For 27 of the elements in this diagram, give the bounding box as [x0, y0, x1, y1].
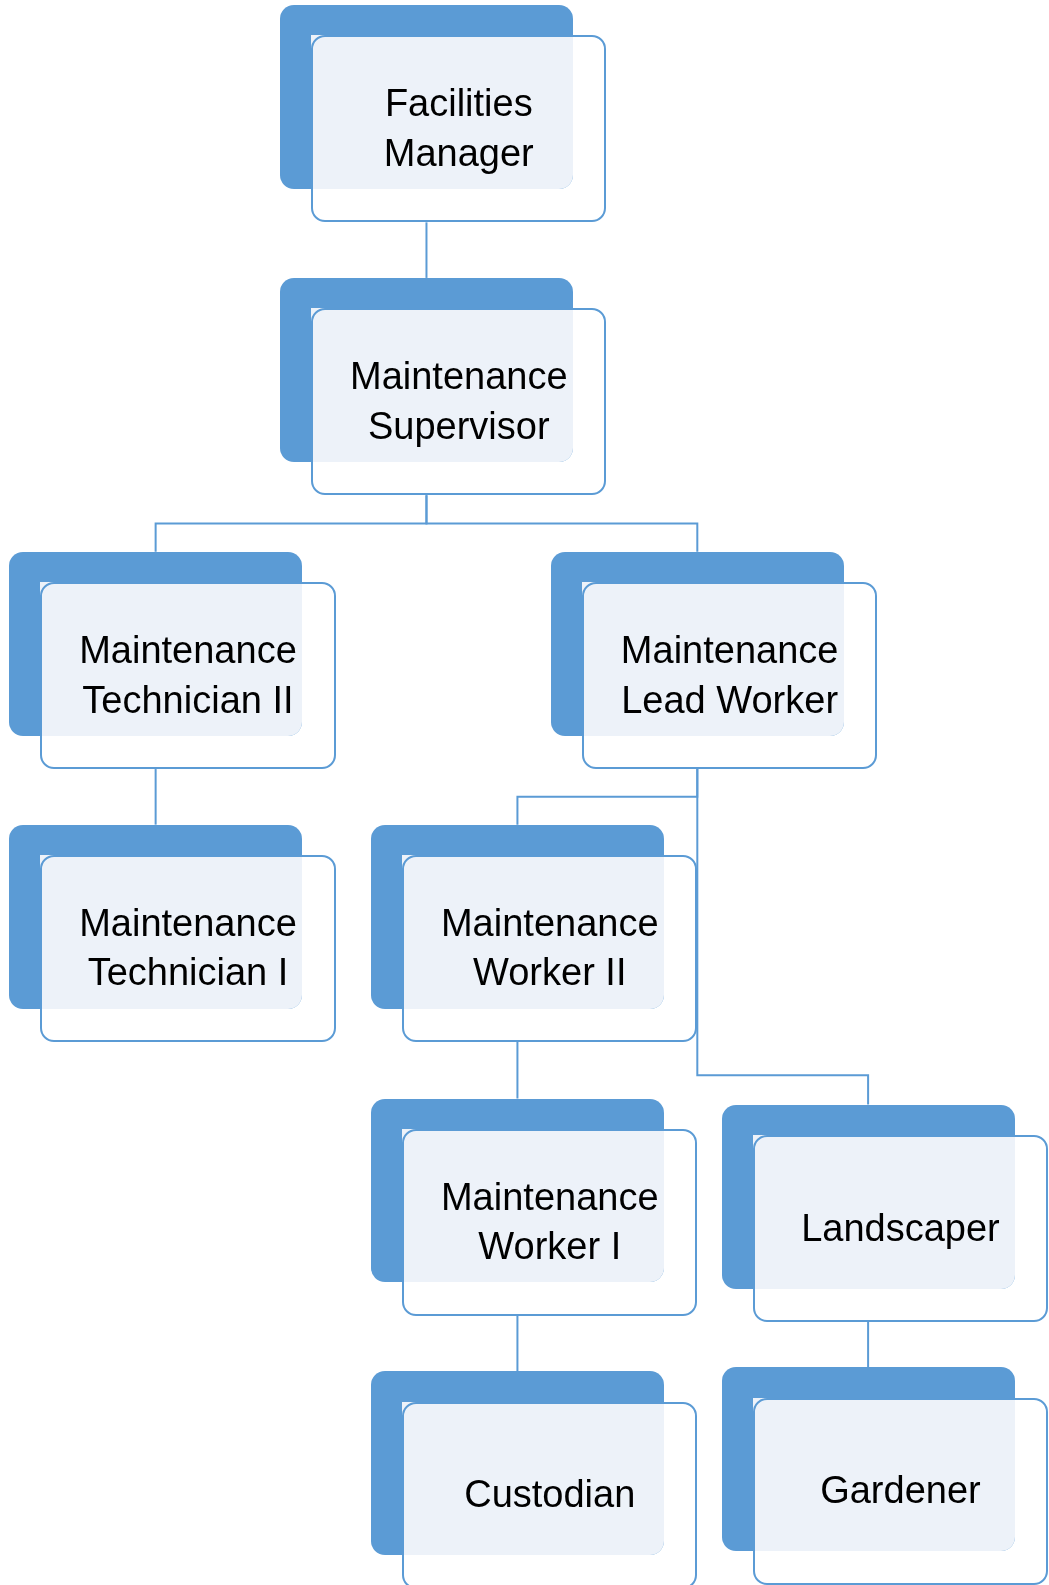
position-title: Maintenance Technician I [78, 901, 298, 996]
position-title: Maintenance Lead Worker [619, 628, 840, 723]
connector-line [425, 221, 428, 279]
position-title: Maintenance Supervisor [349, 354, 569, 449]
position-card [9, 824, 336, 1042]
position-title: Maintenance Worker II [439, 901, 660, 996]
position-title: Maintenance Technician II [78, 628, 298, 723]
position-card [370, 1371, 698, 1585]
connector-line [425, 494, 699, 553]
position-card [721, 1104, 1048, 1322]
position-title: Gardener [820, 1468, 981, 1514]
connector-line [867, 1320, 870, 1369]
position-title: Custodian [464, 1472, 636, 1518]
position-card [721, 1367, 1048, 1585]
position-card [279, 277, 607, 496]
connector-line [516, 1314, 519, 1373]
connector-line [696, 768, 870, 1106]
position-card [370, 824, 698, 1042]
position-card [279, 5, 607, 223]
position-title: Maintenance Worker I [439, 1174, 660, 1270]
position-title: Landscaper [801, 1205, 1000, 1251]
position-title: Facilities Manager [382, 81, 535, 176]
position-card [550, 551, 878, 770]
position-card [370, 1098, 698, 1316]
connector-line [516, 1040, 519, 1100]
connector-line [154, 768, 157, 826]
position-card [9, 551, 336, 770]
